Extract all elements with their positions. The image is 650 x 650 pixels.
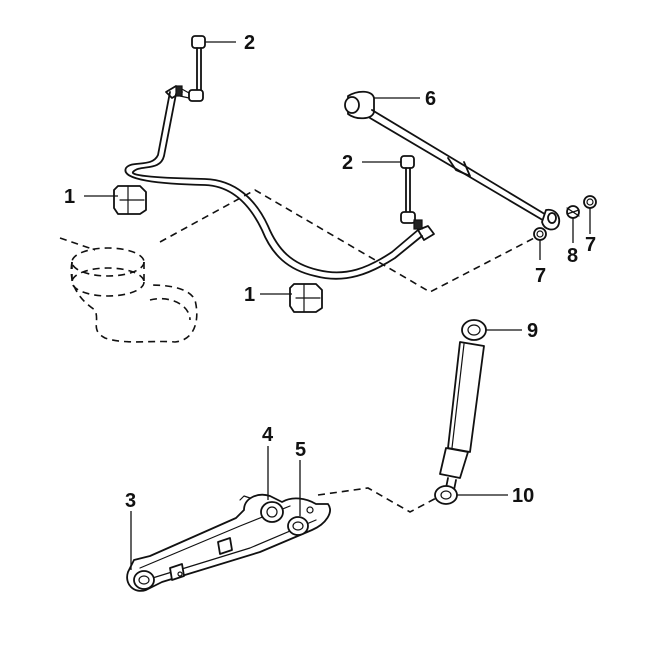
callout-7-upper: 7 bbox=[585, 234, 596, 256]
callout-9: 9 bbox=[527, 320, 538, 342]
leader-lines bbox=[84, 41, 591, 570]
shock-absorber bbox=[434, 319, 487, 505]
callout-10: 10 bbox=[512, 485, 534, 507]
bushing-left bbox=[113, 185, 147, 215]
nut-7-upper bbox=[583, 195, 597, 209]
stabilizer-link-right bbox=[400, 155, 423, 230]
callout-2-top: 2 bbox=[244, 32, 255, 54]
callout-6: 6 bbox=[425, 88, 436, 110]
callout-2-mid: 2 bbox=[342, 152, 353, 174]
callout-7-lower: 7 bbox=[535, 265, 546, 287]
lateral-rod bbox=[344, 90, 561, 231]
callout-1-left: 1 bbox=[64, 186, 75, 208]
washer-8 bbox=[566, 205, 580, 219]
callout-3: 3 bbox=[125, 490, 136, 512]
phantom-body-outline bbox=[59, 189, 539, 513]
callout-5: 5 bbox=[295, 439, 306, 461]
nut-7-lower bbox=[533, 227, 547, 241]
lower-control-arm bbox=[126, 493, 331, 592]
callout-1-right: 1 bbox=[244, 284, 255, 306]
callout-8: 8 bbox=[567, 245, 578, 267]
stabilizer-bar bbox=[124, 85, 435, 280]
stabilizer-link-left bbox=[175, 35, 206, 102]
callout-4: 4 bbox=[262, 424, 274, 446]
bushing-right bbox=[289, 283, 323, 313]
